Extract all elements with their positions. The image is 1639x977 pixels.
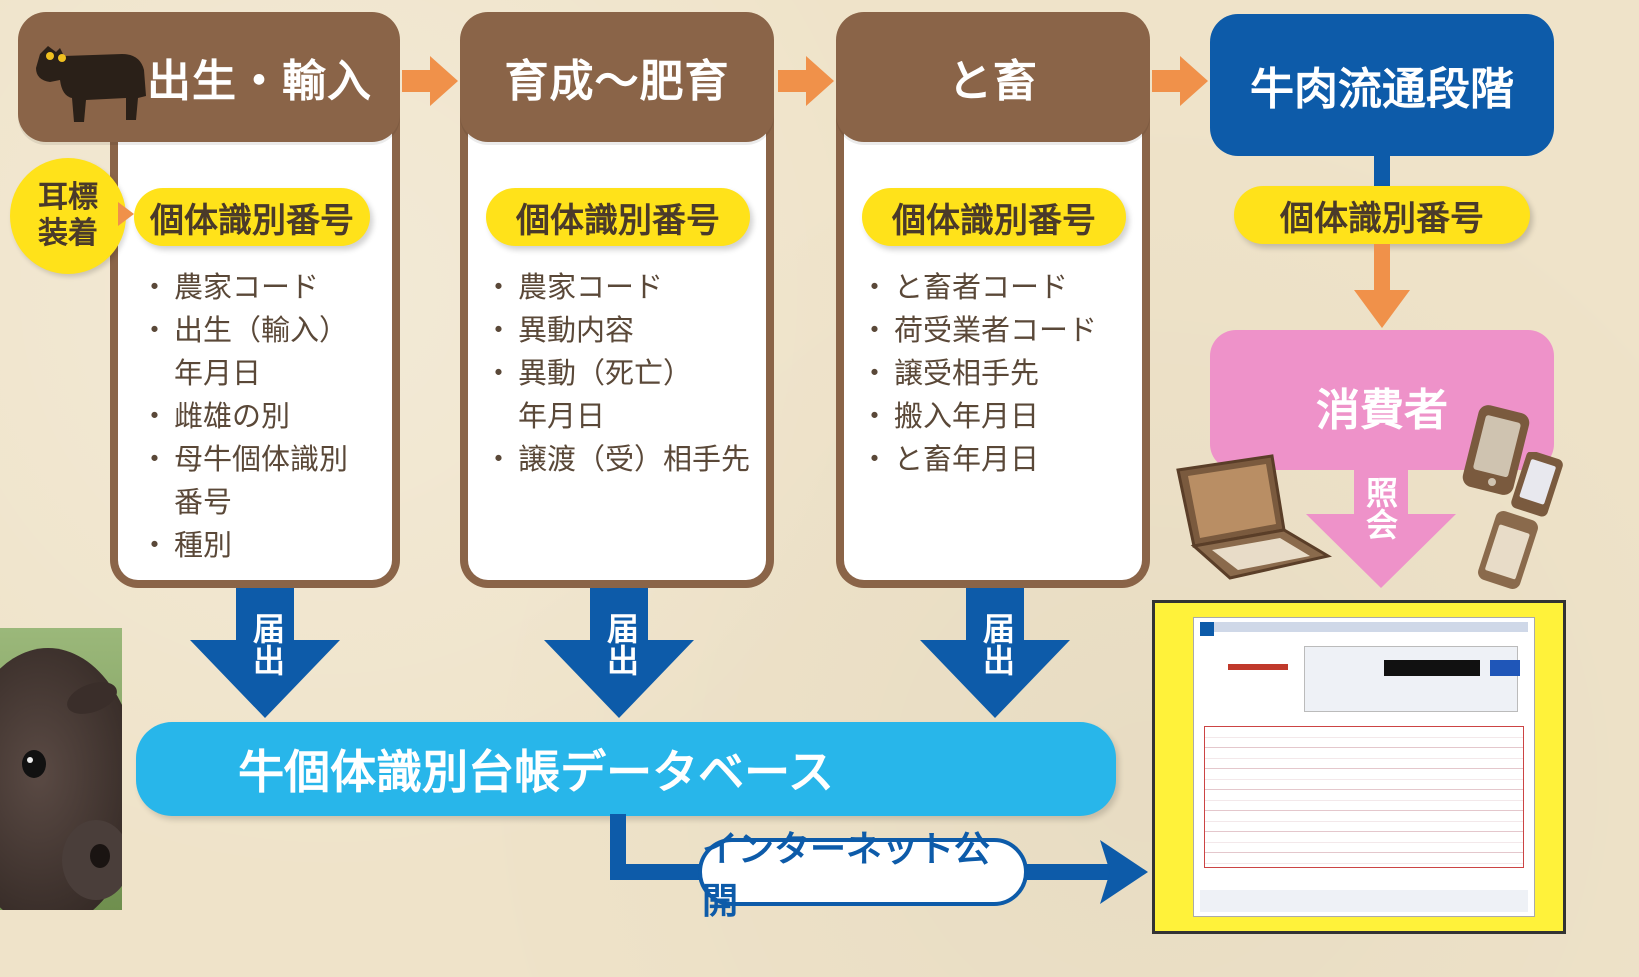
stage-3-item: と畜年月日: [860, 438, 1097, 481]
stage-3-item: と畜者コード: [860, 266, 1097, 309]
stage-2-item: 異動内容: [484, 309, 750, 352]
website-page: [1193, 617, 1535, 917]
stage-3-id-tag-label: 個体識別番号: [892, 200, 1096, 241]
stage-1-title: 出生・輸入: [147, 56, 372, 107]
flip-phone-icon: [1478, 452, 1563, 589]
stage-3-item: 搬入年月日: [860, 395, 1097, 438]
inquiry-label: 照会: [1361, 476, 1399, 540]
publish-connector-vertical: [610, 814, 626, 878]
flow-arrow-icon: [1152, 56, 1208, 106]
stage-3-title: と畜: [948, 56, 1038, 107]
stage-2-item: 譲渡（受）相手先: [484, 438, 750, 481]
ear-tag-line2: 装着: [38, 216, 98, 251]
site-logo-icon: [1200, 622, 1214, 636]
website-screenshot: [1152, 600, 1566, 934]
site-header-bar: [1200, 622, 1528, 632]
stage-1-item-cont: 番号: [174, 485, 233, 519]
calf-photo: [0, 628, 122, 910]
report-label: 届出: [978, 612, 1016, 676]
distribution-connector: [1374, 154, 1390, 190]
internet-publish-pill: インターネット公開: [698, 829, 1028, 922]
report-arrow-icon: [544, 588, 694, 718]
flow-arrow-icon: [402, 56, 458, 106]
stage-1-id-tag-label: 個体識別番号: [150, 200, 354, 241]
stage-1-items: 農家コード 出生（輸入） 年月日 雌雄の別 母牛個体識別 番号 種別: [140, 266, 348, 567]
stage-2-id-tag: 個体識別番号: [486, 188, 750, 246]
stage-1-item-cont: 年月日: [174, 356, 262, 390]
stage-1-item: 雌雄の別: [140, 395, 348, 438]
report-arrow-icon: [190, 588, 340, 718]
stage-3-header: と畜: [836, 12, 1150, 142]
ear-tag-pointer-icon: [118, 202, 134, 226]
stage-1-id-tag: 個体識別番号: [134, 188, 370, 246]
distribution-id-tag-label: 個体識別番号: [1280, 198, 1484, 239]
stage-2-item: 農家コード: [484, 266, 750, 309]
stage-3-id-tag: 個体識別番号: [862, 188, 1126, 246]
ear-tag-badge: 耳標 装着: [10, 158, 126, 274]
stage-2-item-cont: 年月日: [518, 399, 606, 433]
stage-1-item: 種別: [140, 524, 348, 567]
stage-1-item: 農家コード: [140, 266, 348, 309]
distribution-id-tag: 個体識別番号: [1234, 186, 1530, 244]
stage-2-items: 農家コード 異動内容 異動（死亡） 年月日 譲渡（受）相手先: [484, 266, 750, 481]
stage-3-items: と畜者コード 荷受業者コード 譲受相手先 搬入年月日 と畜年月日: [860, 266, 1097, 481]
stage-1-header: 出生・輸入: [18, 12, 400, 142]
stage-2-title: 育成～肥育: [504, 56, 730, 107]
stage-3-item: 譲受相手先: [860, 352, 1097, 395]
stage-2-header: 育成～肥育: [460, 12, 774, 142]
report-arrow-icon: [920, 588, 1070, 718]
flow-arrow-icon: [778, 56, 834, 106]
inquiry-arrow-icon: [1306, 462, 1456, 588]
stage-3-item: 荷受業者コード: [860, 309, 1097, 352]
internet-publish-label: インターネット公開: [702, 829, 991, 922]
distribution-title: 牛肉流通段階: [1250, 64, 1514, 115]
publish-arrow-icon: [1100, 840, 1148, 904]
site-search-button: [1490, 660, 1520, 676]
site-red-heading: [1228, 664, 1288, 670]
site-table: [1204, 726, 1524, 868]
stage-2-id-tag-label: 個体識別番号: [516, 200, 720, 241]
stage-2-item: 異動（死亡）: [484, 352, 750, 395]
down-arrow-icon: [1354, 244, 1410, 328]
ear-tag-line1: 耳標: [38, 180, 98, 215]
database-label: 牛個体識別台帳データベース: [238, 745, 834, 799]
site-search-box: [1304, 646, 1518, 712]
stage-1-item: 母牛個体識別: [140, 438, 348, 481]
report-label: 届出: [248, 612, 286, 676]
distribution-header: 牛肉流通段階: [1210, 14, 1554, 156]
laptop-icon: [1176, 454, 1332, 580]
database-bar: 牛個体識別台帳データベース: [136, 722, 1116, 816]
site-footer-bar: [1200, 890, 1528, 912]
cattle-silhouette-icon: [36, 46, 146, 122]
smartphone-icon: [1462, 405, 1530, 495]
stage-1-item: 出生（輸入）: [140, 309, 348, 352]
site-search-input: [1384, 660, 1480, 676]
report-label: 届出: [602, 612, 640, 676]
consumer-label: 消費者: [1316, 385, 1448, 436]
